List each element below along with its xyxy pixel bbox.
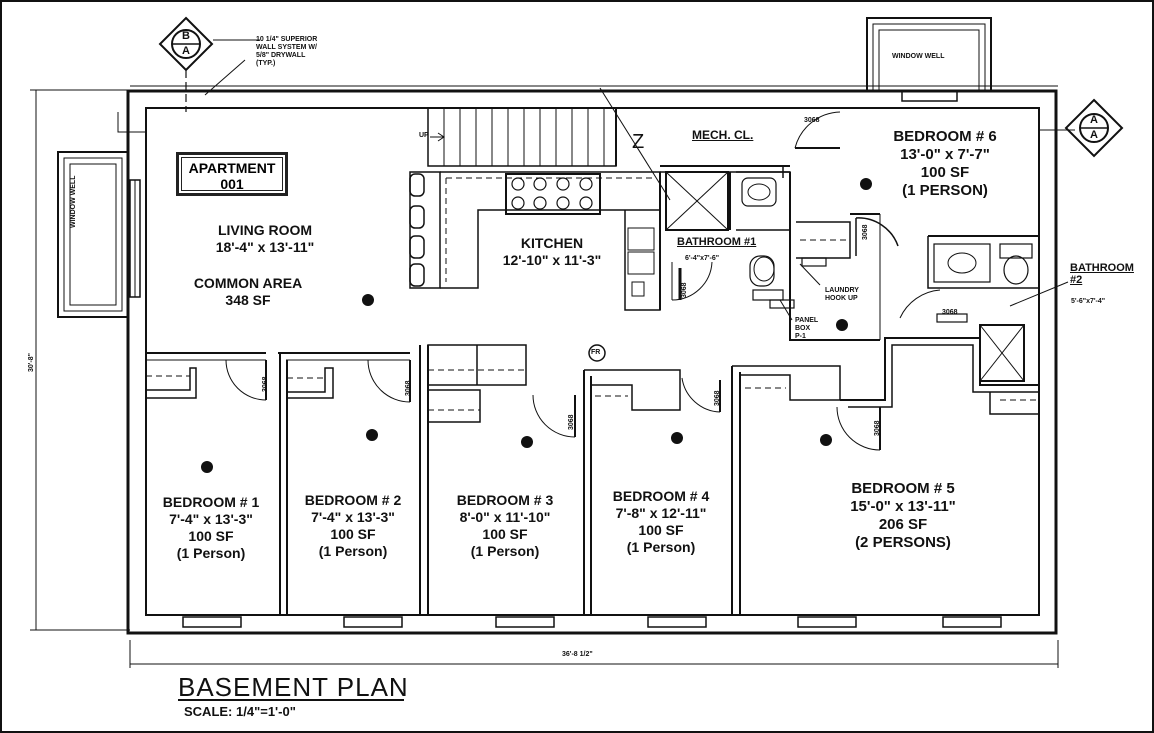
section-marker-b: [158, 16, 214, 112]
section-b-bottom: A: [182, 45, 190, 57]
door-tag-bedroom-4: 3068: [714, 390, 721, 406]
section-a-top: A: [1090, 114, 1098, 126]
door-tag-bedroom-6: 3068: [862, 224, 869, 240]
bathroom-1-name: BATHROOM #1: [677, 236, 757, 248]
bedroom-1-name: BEDROOM # 1: [162, 494, 260, 510]
door-tag-bedroom-5: 3068: [874, 420, 881, 436]
bedroom-6-dims: 13'-0" x 7'-7": [900, 146, 990, 163]
window-well-top-label: WINDOW WELL: [892, 53, 945, 60]
bedroom-5-area: 206 SF: [878, 516, 928, 533]
apartment-label-box: APARTMENT 001: [176, 152, 288, 196]
bathroom-2-dims: 5'-6"x7'-4": [1071, 298, 1106, 305]
fr-tag: [588, 344, 606, 362]
bathroom-2-number: #2: [1070, 274, 1083, 286]
common-area-sf: 348 SF: [225, 292, 271, 308]
bedroom-4-dims: 7'-8" x 12'-11": [615, 505, 707, 521]
bedroom-2-area: 100 SF: [330, 526, 376, 542]
apartment-label: APARTMENT: [188, 160, 276, 176]
kitchen-label: KITCHEN 12'-10" x 11'-3": [503, 235, 602, 269]
bedroom-2-dims: 7'-4" x 13'-3": [311, 509, 395, 525]
wall-note-line4: (TYP.): [256, 60, 276, 67]
bedroom-1-dims: 7'-4" x 13'-3": [169, 511, 253, 527]
dimension-bottom: 36'-8 1/2": [562, 651, 593, 658]
door-tag-bath-1: 3068: [681, 282, 688, 298]
bedroom-3-area: 100 SF: [482, 526, 528, 542]
wall-note-line1: 10 1/4" SUPERIOR: [256, 36, 318, 43]
bathroom-1-label: BATHROOM #1: [677, 236, 756, 248]
plan-title-underline: [178, 699, 404, 701]
section-b-top: B: [182, 30, 190, 42]
bedroom-6-label: BEDROOM # 6 13'-0" x 7'-7" 100 SF (1 PER…: [893, 128, 996, 200]
kitchen-dims: 12'-10" x 11'-3": [502, 252, 602, 268]
kitchen-name: KITCHEN: [520, 235, 584, 251]
fr-tag-label: FR: [591, 349, 601, 356]
section-marker-a: [1064, 98, 1124, 158]
window-well-side-label: WINDOW WELL: [70, 175, 77, 229]
bedroom-4-name: BEDROOM # 4: [612, 488, 710, 504]
common-area-label: COMMON AREA 348 SF: [194, 275, 302, 309]
door-tag-bedroom-3: 3068: [568, 414, 575, 430]
bathroom-2-name: BATHROOM: [1070, 262, 1134, 274]
door-tag-bedroom-1: 3068: [262, 376, 269, 392]
wall-note-line2: WALL SYSTEM W/: [256, 44, 317, 51]
panel-line3: P-1: [795, 333, 806, 340]
living-room-name: LIVING ROOM: [217, 222, 313, 238]
bedroom-1-label: BEDROOM # 1 7'-4" x 13'-3" 100 SF (1 Per…: [163, 494, 259, 562]
bedroom-6-occupancy: (1 PERSON): [902, 182, 988, 199]
laundry-line1: LAUNDRY: [825, 287, 859, 294]
stairs-up-label: UP: [419, 132, 429, 139]
bedroom-4-area: 100 SF: [638, 522, 684, 538]
bedroom-5-dims: 15'-0" x 13'-11": [850, 498, 956, 515]
laundry-line2: HOOK UP: [825, 295, 858, 302]
window-well-left: [57, 151, 129, 318]
bedroom-1-area: 100 SF: [188, 528, 234, 544]
bathroom-1-dims: 6'-4"x7'-6": [685, 255, 720, 262]
bedroom-5-occupancy: (2 PERSONS): [855, 534, 951, 551]
bedroom-3-name: BEDROOM # 3: [456, 492, 554, 508]
bedroom-2-occupancy: (1 Person): [318, 543, 388, 559]
wall-note-line3: 5/8" DRYWALL: [256, 52, 306, 59]
mech-closet-label: MECH. CL.: [692, 128, 754, 142]
exterior-wall-outer: [126, 89, 1058, 635]
bedroom-3-dims: 8'-0" x 11'-10": [459, 509, 551, 525]
section-a-bottom: A: [1090, 129, 1098, 141]
plan-scale: SCALE: 1/4"=1'-0": [184, 704, 296, 719]
bedroom-6-area: 100 SF: [920, 164, 970, 181]
bathroom-2-label: BATHROOM #2: [1070, 262, 1134, 286]
bedroom-4-label: BEDROOM # 4 7'-8" x 12'-11" 100 SF (1 Pe…: [613, 488, 709, 556]
common-area-name: COMMON AREA: [193, 275, 303, 291]
door-tag-bedroom-2: 3068: [405, 380, 412, 396]
wall-system-note: 10 1/4" SUPERIOR WALL SYSTEM W/ 5/8" DRY…: [256, 36, 317, 68]
door-tag-mech: 3068: [804, 117, 820, 124]
dimension-side: 30'-8": [28, 353, 35, 372]
panel-line2: BOX: [795, 325, 811, 332]
bedroom-1-occupancy: (1 Person): [176, 545, 246, 561]
bedroom-2-label: BEDROOM # 2 7'-4" x 13'-3" 100 SF (1 Per…: [305, 492, 401, 560]
bedroom-5-label: BEDROOM # 5 15'-0" x 13'-11" 206 SF (2 P…: [850, 480, 956, 552]
panel-box-label: PANEL BOX P-1: [795, 317, 818, 341]
plan-title: BASEMENT PLAN: [178, 672, 409, 702]
bedroom-4-occupancy: (1 Person): [626, 539, 696, 555]
apartment-number: 001: [220, 176, 244, 192]
living-room-dims: 18'-4" x 13'-11": [215, 239, 315, 255]
stair-break-mark: Z: [632, 131, 645, 153]
door-tag-bath-2: 3068: [942, 309, 958, 316]
laundry-label: LAUNDRY HOOK UP: [825, 287, 859, 303]
bedroom-3-label: BEDROOM # 3 8'-0" x 11'-10" 100 SF (1 Pe…: [457, 492, 553, 560]
bedroom-6-name: BEDROOM # 6: [893, 128, 997, 145]
panel-line1: PANEL: [795, 317, 819, 324]
bedroom-5-name: BEDROOM # 5: [851, 480, 955, 497]
bedroom-2-name: BEDROOM # 2: [304, 492, 402, 508]
living-room-label: LIVING ROOM 18'-4" x 13'-11": [216, 222, 315, 256]
smoke-detectors: [201, 178, 872, 473]
bedroom-3-occupancy: (1 Person): [470, 543, 540, 559]
